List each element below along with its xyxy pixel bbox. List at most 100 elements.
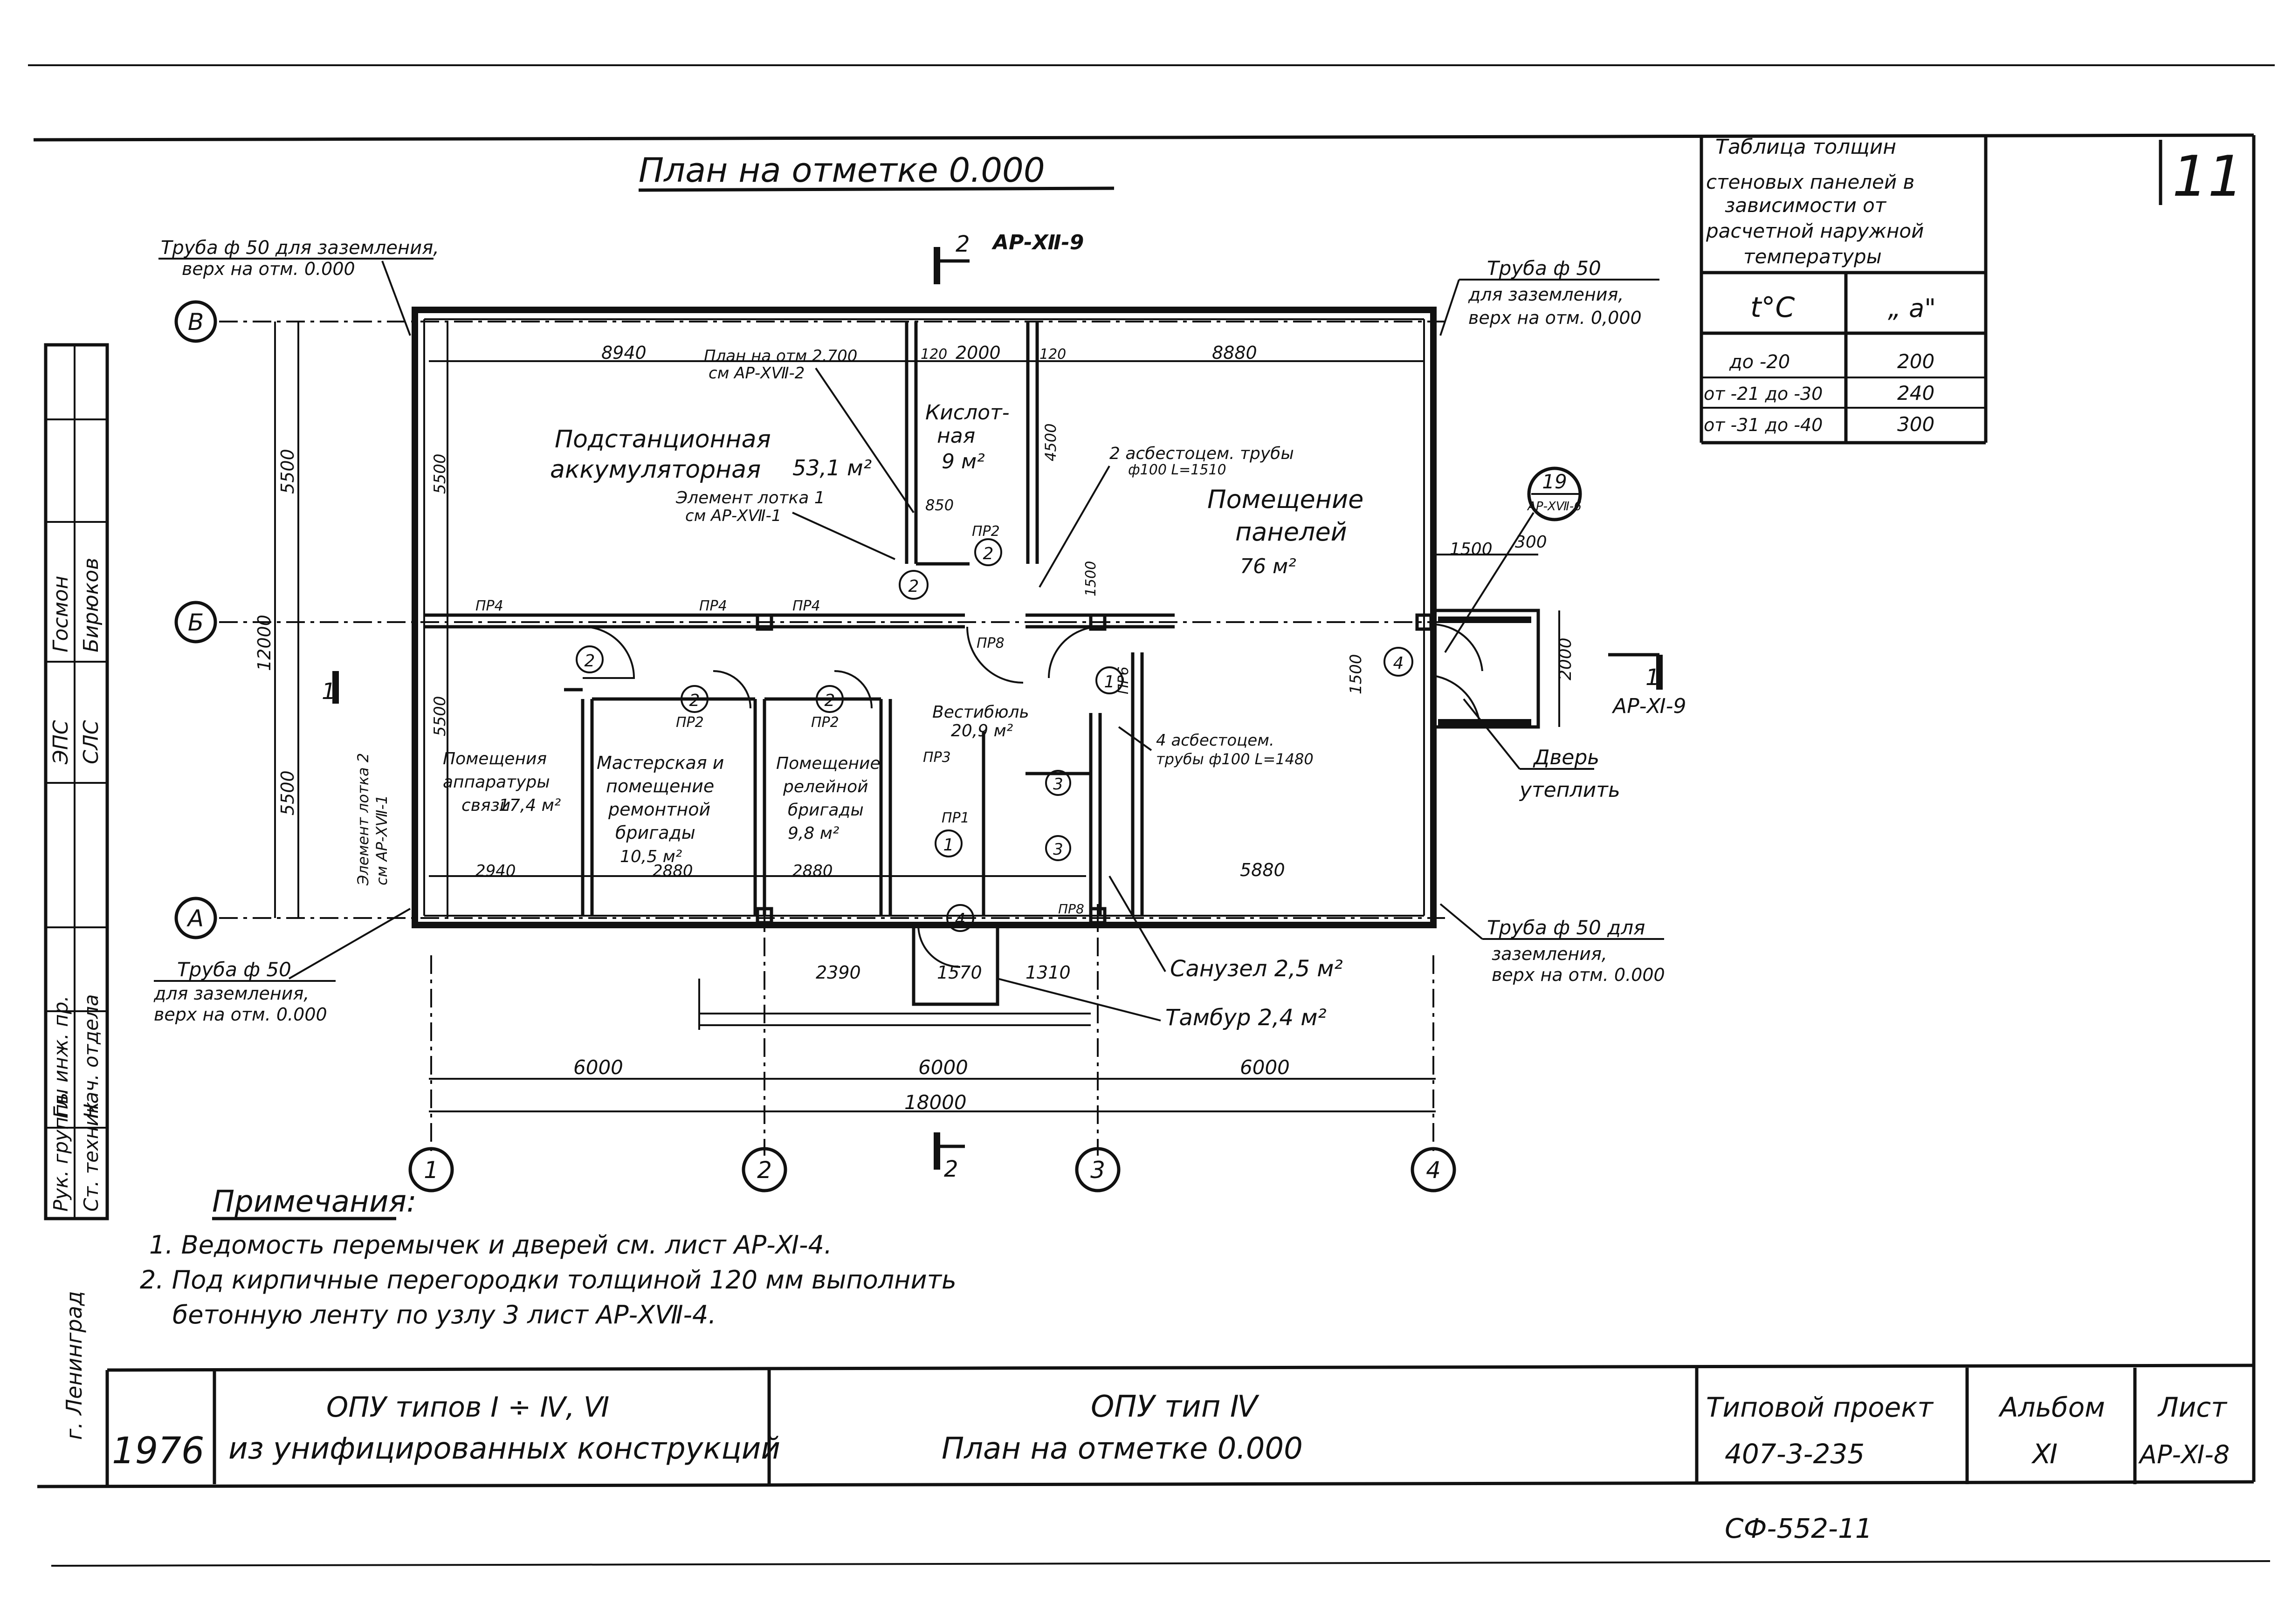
notes: Примечания: 1. Ведомость перемычек и две… (140, 1185, 957, 1329)
tb-year: 1976 (112, 1430, 205, 1472)
svg-text:1500: 1500 (1347, 654, 1365, 694)
svg-text:ПР8: ПР8 (1058, 901, 1084, 917)
svg-text:850: 850 (925, 496, 954, 514)
svg-text:1: 1 (424, 1157, 439, 1184)
svg-text:ПР3: ПР3 (923, 749, 951, 766)
svg-text:Б: Б (188, 609, 204, 636)
pipe-note-top-left: Труба ф 50 для заземления, верх на отм. … (158, 237, 439, 336)
dimension-lines (274, 322, 1560, 1112)
plan-title: План на отметке 0.000 (639, 151, 1045, 190)
title-block: 1976 ОПУ типов I ÷ Ⅳ, Ⅵ из унифицированн… (105, 1368, 2230, 1487)
svg-text:9 м²: 9 м² (942, 450, 985, 473)
svg-text:помещение: помещение (606, 776, 714, 796)
svg-text:3: 3 (1053, 775, 1063, 794)
asbestos-mid-note: 4 асбестоцем. трубы ф100 L=1480 (1118, 726, 1314, 768)
room-toilet: Санузел 2,5 м² (1108, 875, 1343, 982)
svg-text:53,1 м²: 53,1 м² (792, 455, 872, 480)
svg-text:200: 200 (1897, 350, 1934, 373)
svg-text:6000: 6000 (1240, 1056, 1290, 1079)
stamp-row-4: Нач. отдела (80, 994, 103, 1118)
pipe-note-bottom-right: Труба ф 50 для заземления, верх на отм. … (1439, 903, 1665, 985)
footer-code: СФ-552-11 (1725, 1513, 1872, 1544)
svg-text:8880: 8880 (1212, 343, 1257, 363)
svg-text:2: 2 (908, 577, 919, 596)
svg-text:АР-Ⅺ-9: АР-Ⅺ-9 (1611, 694, 1686, 718)
door-insulate-note: Дверь утеплить (1463, 698, 1620, 802)
sheet-number: 11 (2172, 144, 2244, 209)
svg-text:Элемент лотка 1: Элемент лотка 1 (675, 488, 825, 507)
svg-text:1570: 1570 (937, 962, 982, 983)
svg-text:ПР6: ПР6 (1115, 666, 1132, 694)
openings: ПР4 ПР4 ПР4 ПР8 ПР2 ПР2 ПР2 ПР3 ПР1 ПР6 … (475, 523, 1132, 917)
svg-text:Вестибюль: Вестибюль (932, 703, 1029, 722)
svg-text:17,4 м²: 17,4 м² (499, 796, 561, 815)
svg-text:расчетной наружной: расчетной наружной (1706, 219, 1924, 242)
svg-text:1: 1 (322, 678, 336, 705)
svg-text:План на отм 2.700: План на отм 2.700 (704, 347, 857, 365)
svg-text:релейной: релейной (783, 777, 868, 796)
svg-text:9,8 м²: 9,8 м² (788, 824, 839, 843)
svg-text:2940: 2940 (475, 862, 516, 880)
svg-text:Помещение: Помещение (1207, 485, 1363, 514)
svg-text:1500: 1500 (1450, 540, 1493, 559)
svg-text:температуры: температуры (1743, 245, 1882, 268)
stamp-city: г. Ленинград (62, 1291, 87, 1440)
plan-ref-note: План на отм 2.700 см АР-ХⅦ-2 (704, 347, 915, 514)
svg-text:от -31 до -40: от -31 до -40 (1704, 415, 1823, 435)
svg-text:ПР2: ПР2 (676, 714, 704, 731)
svg-text:1: 1 (943, 836, 954, 855)
svg-text:Помещения: Помещения (443, 749, 547, 768)
svg-text:верх на отм. 0.000: верх на отм. 0.000 (154, 1004, 327, 1025)
svg-text:Труба ф 50 для: Труба ф 50 для (1487, 916, 1645, 939)
svg-text:Подстанционная: Подстанционная (555, 425, 771, 453)
svg-text:Труба ф 50: Труба ф 50 (177, 958, 291, 981)
svg-text:1: 1 (1645, 665, 1660, 691)
plan-title-group: План на отметке 0.000 (638, 151, 1115, 192)
tb-album-no: Ⅺ (2031, 1438, 2058, 1470)
svg-text:2000: 2000 (1556, 637, 1575, 680)
svg-text:300: 300 (1515, 533, 1547, 552)
stamp-row-1: Рук. группы (49, 1089, 72, 1212)
tb-album-label: Альбом (1998, 1391, 2105, 1423)
tb-series-1: ОПУ типов I ÷ Ⅳ, Ⅵ (326, 1391, 609, 1424)
svg-text:t°C: t°C (1750, 291, 1795, 324)
svg-text:ПР4: ПР4 (792, 598, 820, 614)
svg-text:2880: 2880 (792, 862, 833, 880)
svg-text:5500: 5500 (431, 696, 449, 736)
building-walls (412, 307, 1540, 1006)
svg-text:Мастерская и: Мастерская и (597, 753, 724, 773)
tb-project-label: Типовой проект (1706, 1391, 1934, 1423)
svg-text:Помещение: Помещение (776, 754, 881, 773)
svg-text:12000: 12000 (254, 615, 275, 671)
sheet-frame (28, 64, 2275, 1567)
svg-text:верх на отм. 0.000: верх на отм. 0.000 (1492, 965, 1665, 985)
tb-sheet-label: Лист (2157, 1391, 2228, 1423)
sheet-number-box: 11 (2159, 140, 2244, 209)
svg-text:2390: 2390 (816, 962, 861, 983)
section-mark-top: 2 АР-Ⅻ-9 (934, 231, 1084, 284)
svg-text:300: 300 (1897, 413, 1934, 436)
svg-text:5500: 5500 (277, 770, 298, 815)
door-marks: 2 2 2 2 2 1 4 4 1 3 3 (576, 538, 1413, 932)
note-3: бетонную ленту по узлу 3 лист АР-ХⅦ-4. (172, 1300, 716, 1329)
svg-text:от -21 до -30: от -21 до -30 (1704, 384, 1823, 404)
svg-text:бригады: бригады (788, 801, 864, 820)
svg-text:1: 1 (1104, 672, 1115, 692)
tb-drawing-2: План на отметке 0.000 (942, 1432, 1303, 1466)
svg-text:120: 120 (1039, 346, 1066, 363)
svg-text:для заземления,: для заземления, (1468, 284, 1624, 305)
svg-text:4: 4 (1393, 654, 1404, 673)
svg-text:бригады: бригады (615, 822, 695, 843)
axis-bubble-row-b: Б (174, 601, 217, 644)
svg-text:до -20: до -20 (1729, 351, 1790, 373)
section-mark-left: 1 (322, 671, 339, 705)
svg-text:76 м²: 76 м² (1240, 555, 1296, 578)
thickness-table: Таблица толщин стеновых панелей в зависи… (1700, 135, 1988, 445)
svg-text:Элемент лотка 2: Элемент лотка 2 (354, 753, 372, 886)
tb-drawing-1: ОПУ тип Ⅳ (1091, 1390, 1260, 1424)
svg-text:ПР4: ПР4 (475, 598, 503, 614)
svg-text:А: А (186, 905, 204, 932)
svg-text:Санузел 2,5 м²: Санузел 2,5 м² (1170, 956, 1343, 982)
svg-text:5880: 5880 (1240, 860, 1285, 880)
